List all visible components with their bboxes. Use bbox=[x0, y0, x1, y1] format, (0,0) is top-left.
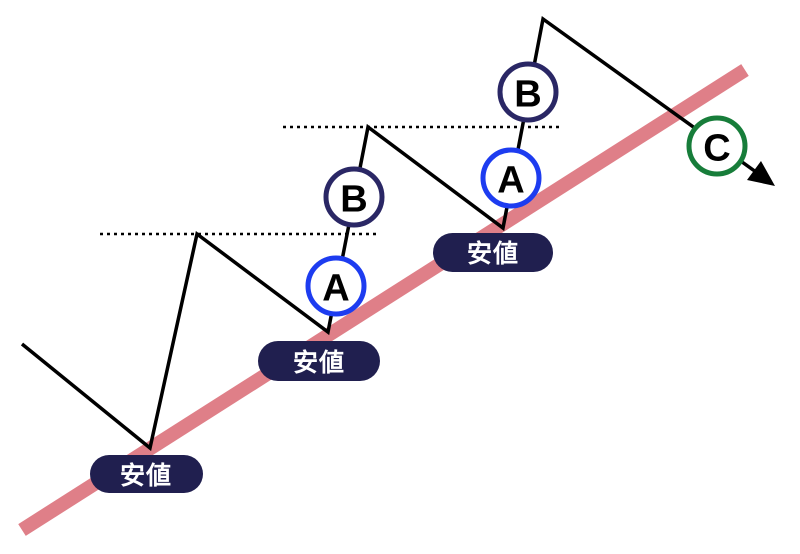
point-b2-circle bbox=[497, 61, 559, 123]
point-a2-label: A bbox=[497, 160, 524, 202]
point-c-circle bbox=[686, 115, 748, 177]
low-pill-2-label: 安値 bbox=[293, 348, 345, 377]
low-pill-2 bbox=[258, 341, 380, 381]
point-c-label: C bbox=[703, 128, 730, 170]
breakdown-arrow-head-icon bbox=[747, 161, 775, 186]
low-pill-3-label: 安値 bbox=[467, 239, 519, 268]
low-pill-1-label: 安値 bbox=[120, 461, 172, 490]
point-b2-label: B bbox=[514, 74, 541, 116]
uptrend-support-line bbox=[18, 64, 749, 536]
point-b1-label: B bbox=[340, 179, 367, 221]
low-pill-3 bbox=[433, 233, 553, 272]
point-a1-label: A bbox=[322, 268, 349, 310]
point-b1-circle bbox=[323, 166, 385, 228]
point-a1-circle bbox=[305, 255, 367, 317]
point-a2-circle bbox=[480, 147, 542, 209]
price-zigzag-line bbox=[20, 15, 758, 452]
low-pill-1 bbox=[90, 455, 203, 493]
